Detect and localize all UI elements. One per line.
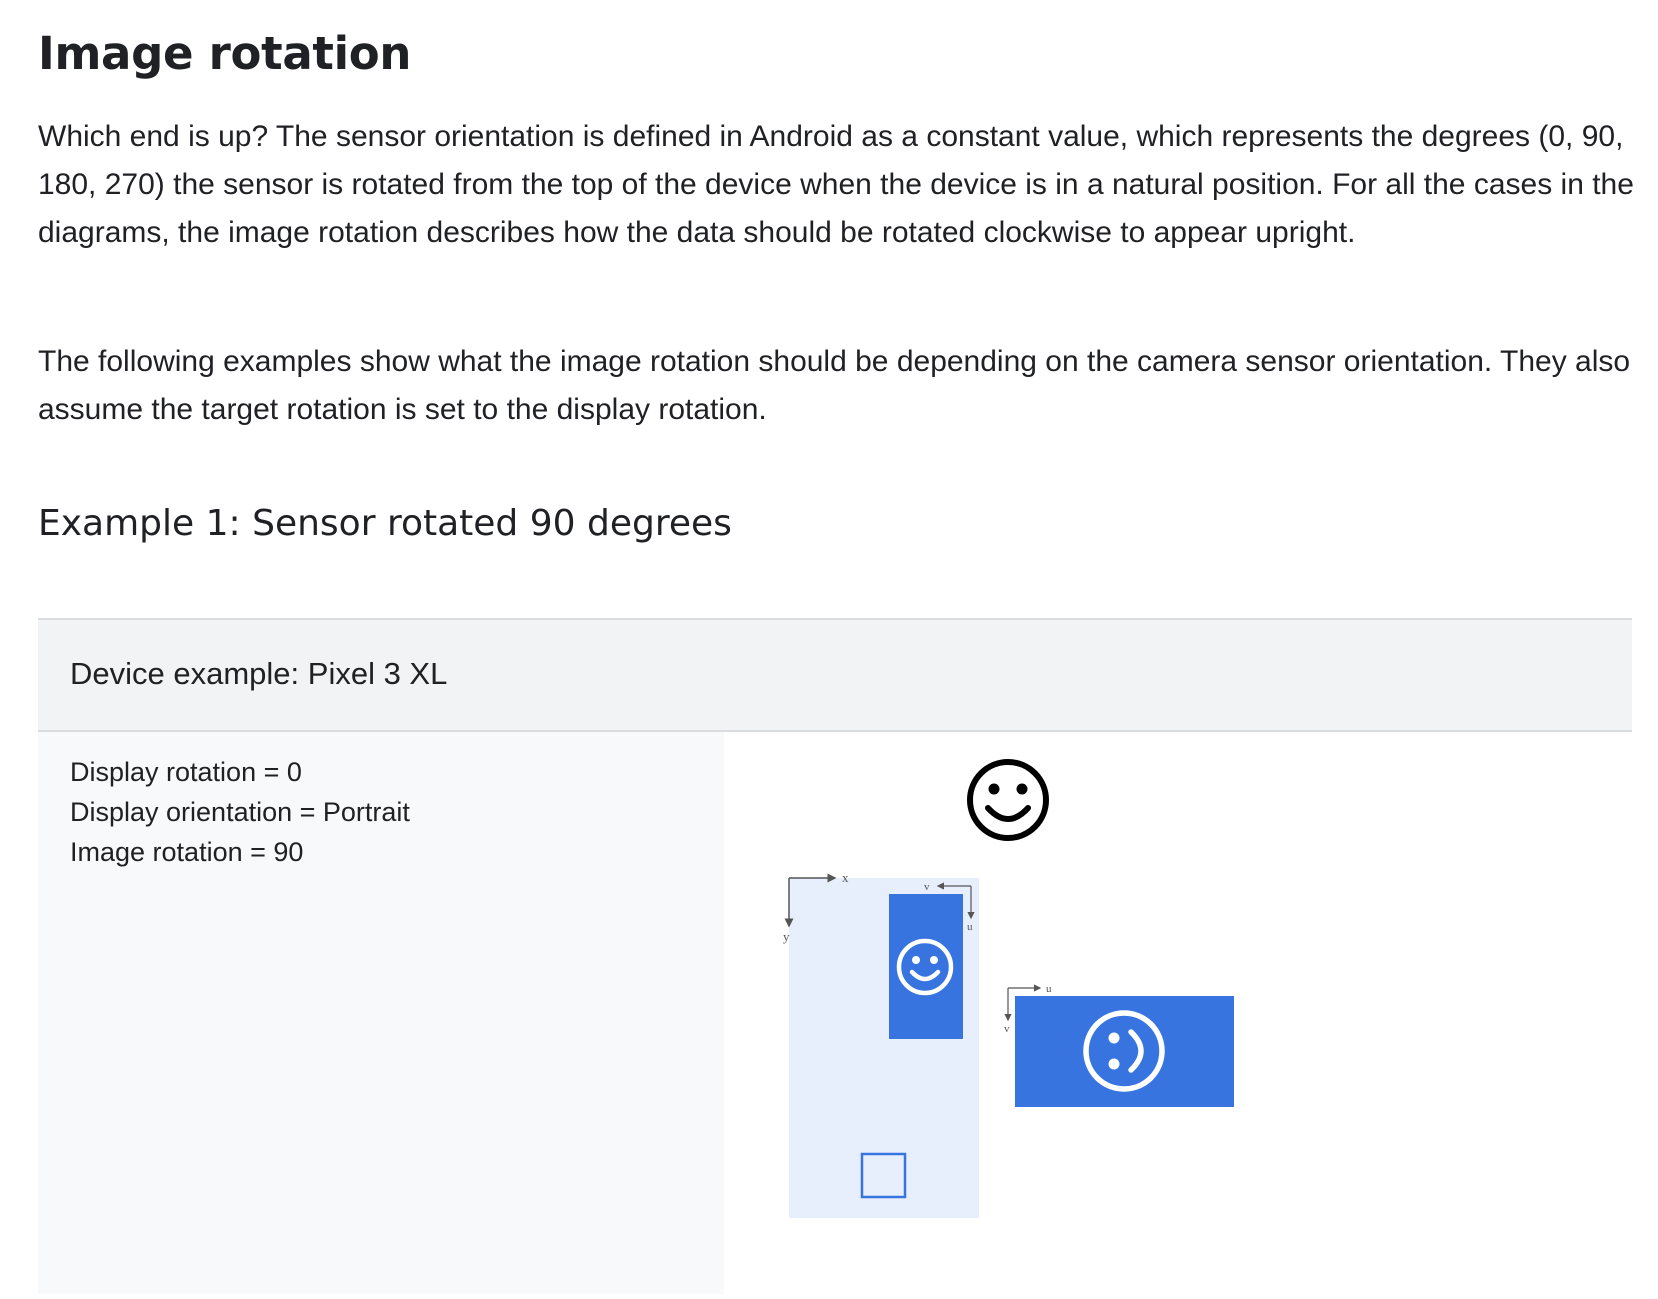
image-rotation-text: Image rotation = 90 <box>70 837 304 867</box>
rotation-diagram-cell: x y v u <box>724 732 1632 1294</box>
rotation-diagram: x y v u <box>783 759 1234 1218</box>
output-smiley-icon <box>1083 1010 1165 1092</box>
home-button-icon <box>860 1152 907 1199</box>
table-header-label: Device example: Pixel 3 XL <box>70 656 448 691</box>
example-heading: Example 1: Sensor rotated 90 degrees <box>38 503 732 544</box>
smiley-face-icon <box>967 759 1049 841</box>
table-header: Device example: Pixel 3 XL <box>38 618 1632 732</box>
output-axes: u v <box>1004 983 1052 1035</box>
sensor-smiley-icon <box>896 938 954 996</box>
rotation-info-cell <box>38 732 724 1294</box>
sensor-u-label: u <box>967 921 973 933</box>
device-example-table: Device example: Pixel 3 XL Display rotat… <box>38 618 1632 1294</box>
display-rotation-text: Display rotation = 0 <box>70 757 302 787</box>
device-axes: x y <box>783 870 849 944</box>
page-title: Image rotation <box>38 27 412 80</box>
examples-paragraph: The following examples show what the ima… <box>38 345 1631 426</box>
sensor-v-label: v <box>924 881 930 893</box>
y-axis-label: y <box>783 929 790 944</box>
output-v-label: v <box>1004 1023 1010 1035</box>
intro-paragraph: Which end is up? The sensor orientation … <box>38 120 1634 249</box>
output-u-label: u <box>1046 983 1052 995</box>
sensor-axes: v u <box>924 881 975 933</box>
x-axis-label: x <box>842 870 849 885</box>
display-orientation-text: Display orientation = Portrait <box>70 797 410 827</box>
